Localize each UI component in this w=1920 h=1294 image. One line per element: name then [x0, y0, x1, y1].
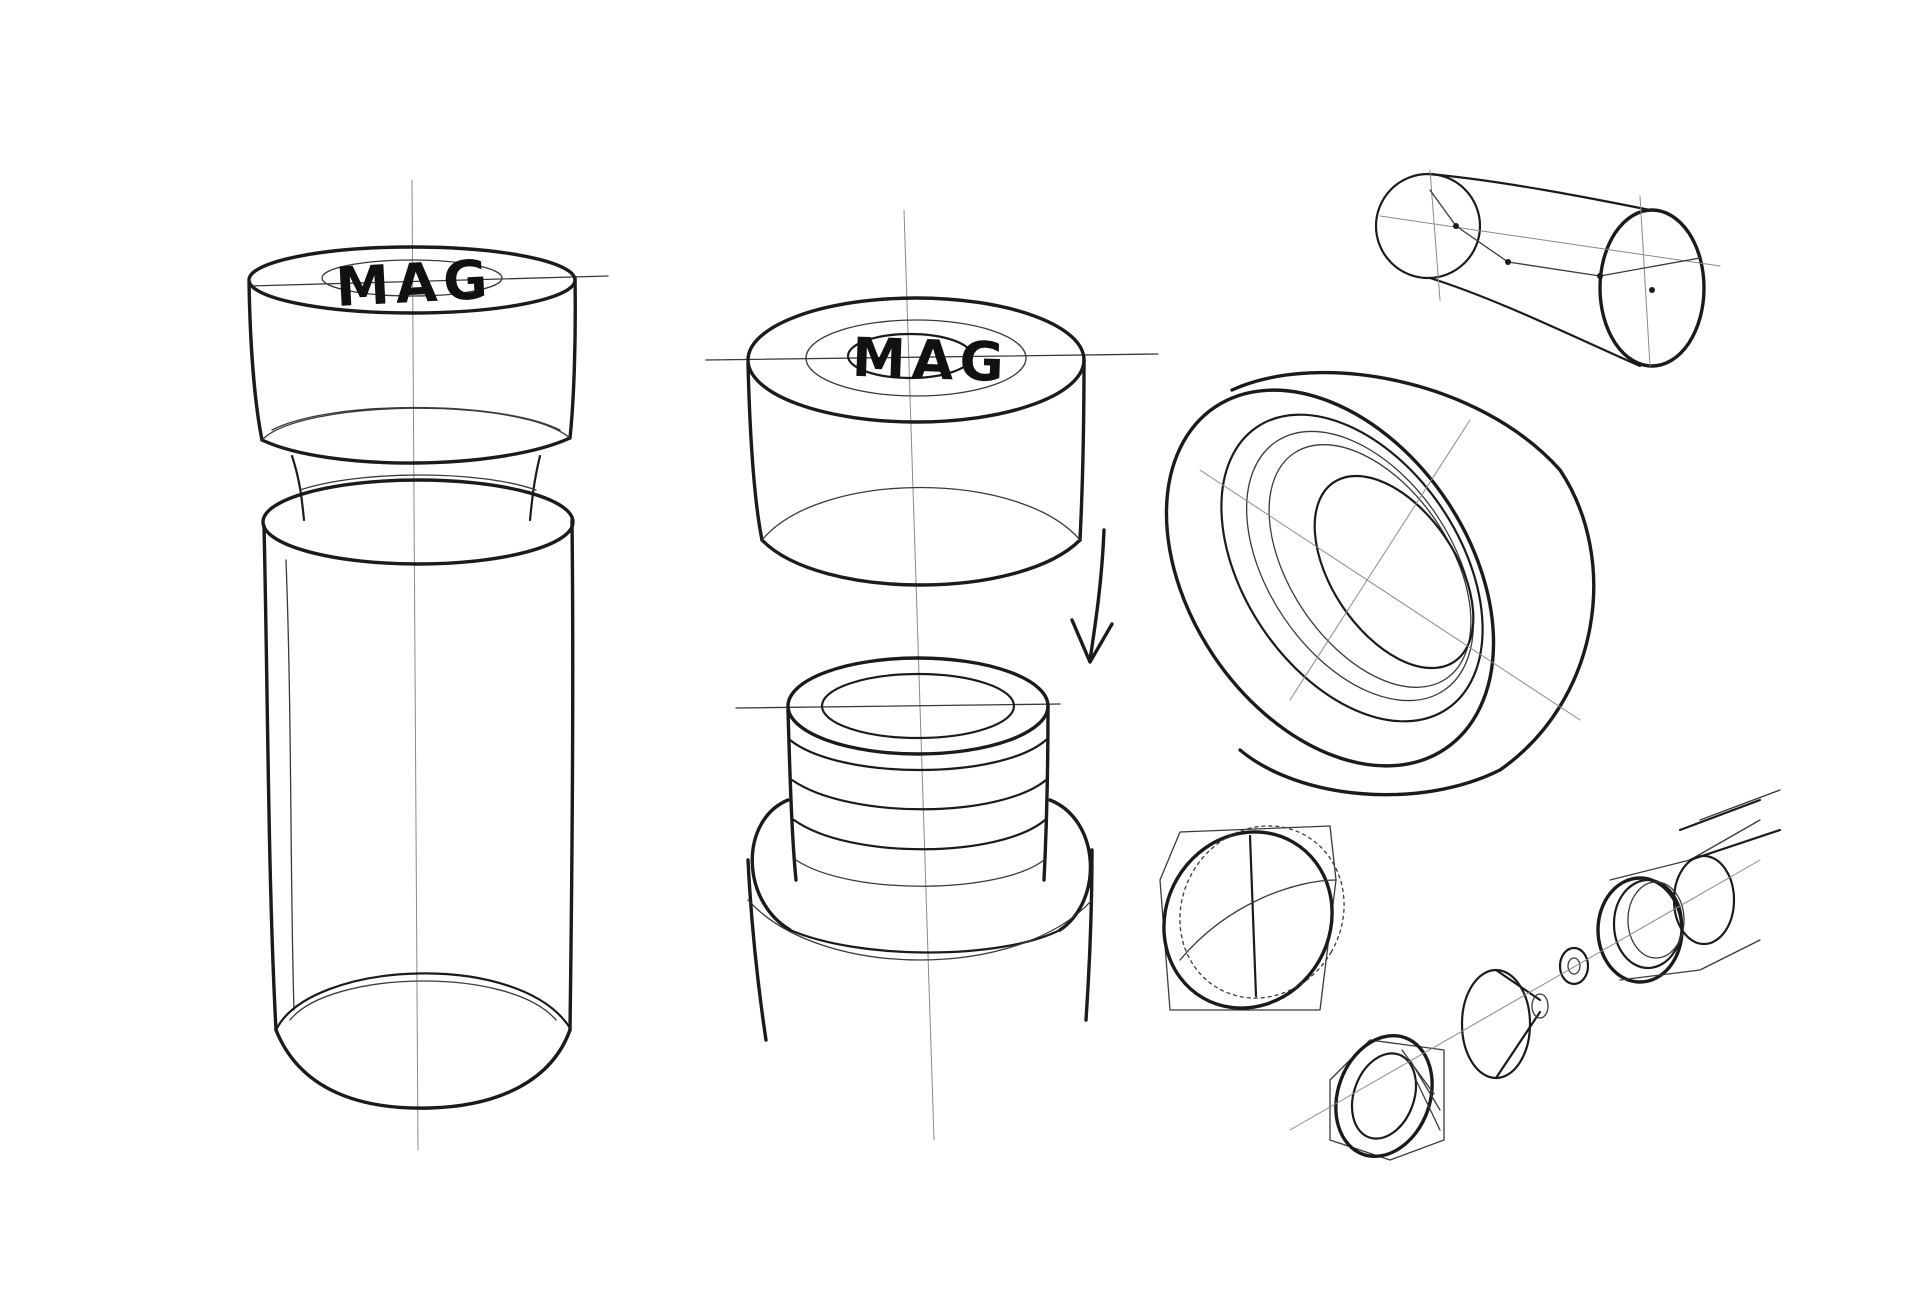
angled-cap-sketch: [1164, 370, 1596, 797]
brand-mark-left: MAG: [334, 248, 495, 319]
exploded-components-sketch: [1159, 789, 1782, 1161]
cylinder-study-sketch: [1374, 169, 1721, 368]
threaded-neck-sketch: [735, 656, 1094, 1042]
exploded-cap-sketch: [705, 209, 1159, 1141]
assembled-bottle-sketch: [247, 179, 609, 1151]
assembly-direction-arrow: [1070, 528, 1114, 664]
brand-mark-center: MAG: [851, 326, 1011, 394]
